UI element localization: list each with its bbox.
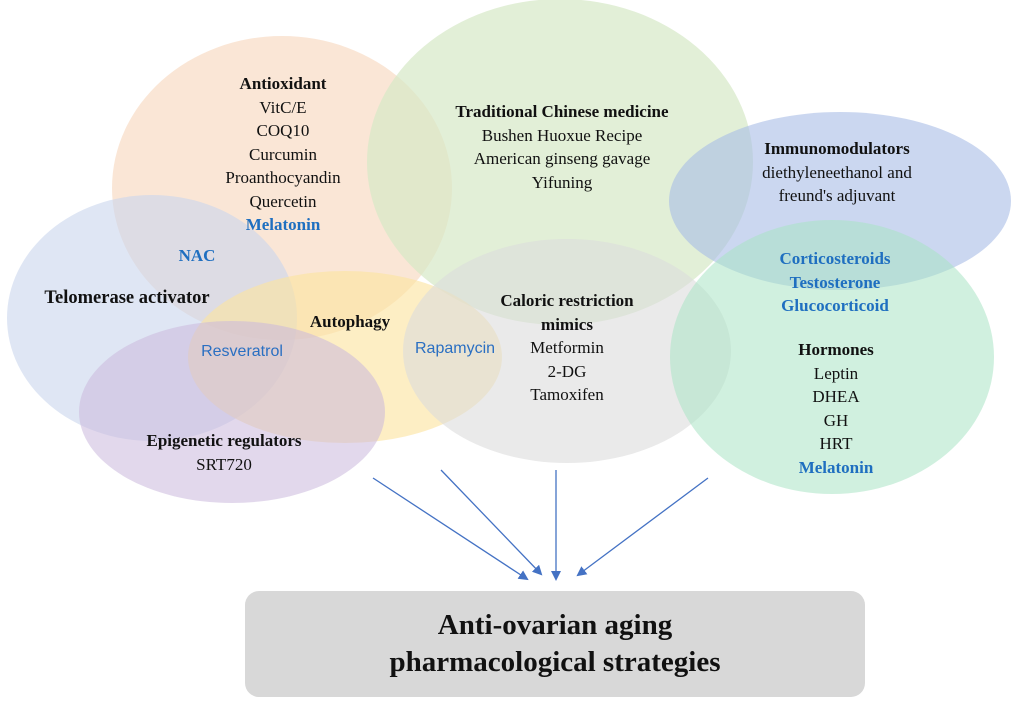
hormones-group: Hormones Leptin DHEA GH HRT Melatonin [798, 338, 874, 479]
resveratrol-label: Resveratrol [201, 343, 283, 360]
shared-item: Corticosteroids [779, 249, 891, 268]
caloric-title: mimics [541, 314, 593, 334]
hormones-item: GH [823, 410, 849, 430]
target-title-line: pharmacological strategies [389, 646, 721, 678]
immunomodulators-title: Immunomodulators [764, 139, 910, 158]
nac-label: NAC [178, 246, 216, 265]
immunomodulators-item: freund's adjuvant [778, 186, 896, 205]
caloric-item: 2-DG [547, 361, 587, 381]
immuno-hormones-shared-group: Corticosteroids Testosterone Glucocortic… [779, 247, 890, 318]
tcm-title: Traditional Chinese medicine [455, 102, 669, 121]
autophagy-title: Autophagy [309, 312, 391, 331]
hormones-title: Hormones [798, 340, 874, 359]
antioxidant-item: VitC/E [259, 97, 307, 117]
hormones-item: HRT [819, 434, 853, 453]
tcm-item: Bushen Huoxue Recipe [481, 125, 643, 145]
epigenetic-ellipse [79, 321, 385, 503]
caloric-group: Caloric restriction mimics Metformin 2-D… [500, 289, 633, 407]
arrows [372, 469, 709, 581]
tcm-ellipse [367, 0, 753, 325]
antioxidant-item: COQ10 [256, 121, 310, 140]
caloric-item: Metformin [530, 338, 604, 357]
antioxidant-item: Quercetin [249, 191, 317, 211]
category-ellipses [7, 0, 1011, 503]
epigenetic-group: Epigenetic regulators SRT720 [146, 429, 301, 476]
hormones-ellipse [670, 220, 994, 494]
antioxidant-item: Curcumin [248, 144, 317, 164]
caloric-ellipse [403, 239, 731, 463]
tcm-item: Yifuning [531, 172, 593, 192]
epigenetic-title: Epigenetic regulators [146, 431, 302, 450]
rapamycin-label: Rapamycin [414, 340, 496, 357]
immunomodulators-group: Immunomodulators diethyleneethanol and f… [762, 137, 912, 208]
arrow [372, 477, 529, 581]
antioxidant-item: Proanthocyandin [225, 168, 341, 187]
arrow [576, 477, 709, 577]
hormones-item: DHEA [812, 387, 860, 406]
epigenetic-item: SRT720 [196, 454, 252, 474]
caloric-item: Tamoxifen [530, 385, 604, 404]
target-title-line: Anti-ovarian aging [437, 609, 673, 641]
shared-item: Testosterone [789, 272, 881, 292]
hormones-highlight: Melatonin [798, 457, 874, 477]
immunomodulators-item: diethyleneethanol and [762, 162, 912, 182]
antioxidant-highlight: Melatonin [245, 215, 321, 234]
target-box: Anti-ovarian aging pharmacological strat… [245, 591, 865, 697]
arrow [440, 469, 543, 576]
hormones-item: Leptin [813, 363, 859, 383]
caloric-title: Caloric restriction [500, 291, 634, 310]
telomerase-title: Telomerase activator [44, 288, 210, 308]
antioxidant-group: Antioxidant VitC/E COQ10 Curcumin Proant… [225, 72, 340, 237]
tcm-item: American ginseng gavage [473, 149, 651, 168]
shared-item: Glucocorticoid [781, 296, 889, 315]
antioxidant-title: Antioxidant [239, 74, 327, 93]
tcm-group: Traditional Chinese medicine Bushen Huox… [455, 100, 668, 194]
